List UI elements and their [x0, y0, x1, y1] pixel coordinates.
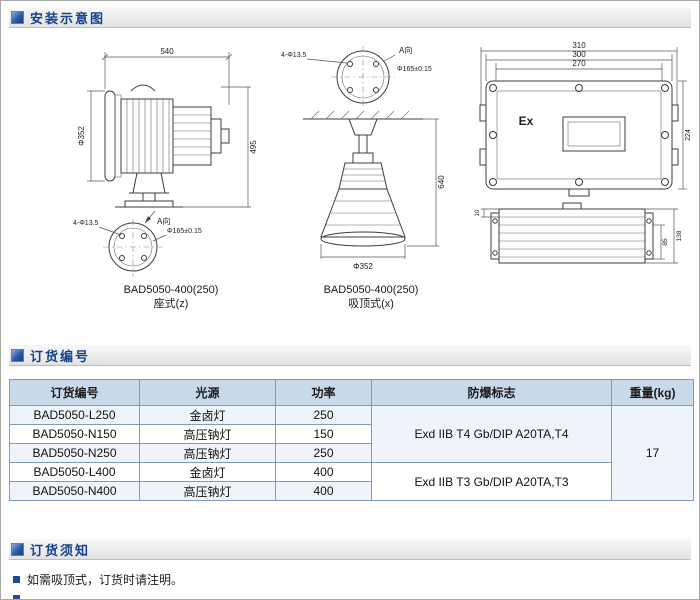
section-bullet-icon [12, 11, 23, 23]
table-row: BAD5050-L250 金卤灯 250 Exd IIB T4 Gb/DIP A… [9, 405, 694, 501]
table-row: BAD5050-N250 高压钠灯 250 [9, 443, 694, 463]
power-cell: 250 [275, 405, 372, 425]
dim-495: 495 [249, 140, 258, 154]
source-cell: 高压钠灯 [139, 424, 276, 444]
col-power: 功率 [275, 379, 372, 406]
dim-224: 224 [685, 129, 692, 141]
section-header-install: 安装示意图 [9, 7, 691, 28]
source-cell: 高压钠灯 [139, 443, 276, 463]
exd-cell-t4: Exd IIB T4 Gb/DIP A20TA,T4 [371, 405, 612, 463]
view-arrow-label: A向 [399, 45, 412, 55]
note-item-1: 如需吸顶式，订货时请注明。 [13, 571, 183, 588]
source-cell: 高压钠灯 [139, 481, 276, 501]
power-cell: 250 [275, 443, 372, 463]
bolt-circle-label: Φ165±0.15 [397, 66, 432, 73]
weight-cell: 17 [611, 405, 694, 501]
junction-box-diagram: 310 300 270 [471, 41, 693, 279]
ex-mark: Ex [519, 114, 534, 128]
order-no-cell: BAD5050-L400 [9, 462, 140, 482]
section-header-notes: 订货须知 [9, 539, 691, 560]
dim-300: 300 [572, 50, 586, 59]
order-no-cell: BAD5050-N400 [9, 481, 140, 501]
pedestal-diagram: 540 [71, 41, 271, 311]
section-header-order: 订货编号 [9, 345, 691, 366]
table-header-row: 订货编号 光源 功率 防爆标志 重量(kg) [9, 379, 694, 406]
col-order-no: 订货编号 [9, 379, 140, 406]
source-cell: 金卤灯 [139, 462, 276, 482]
note-text: 如需吸顶式，订货时请注明。 [27, 573, 184, 587]
note-bullet-icon [13, 576, 20, 583]
section-bullet-icon [12, 349, 23, 361]
holes-label: 4-Φ13.5 [73, 220, 99, 227]
section-title-order: 订货编号 [30, 348, 91, 364]
ceiling-drawing: A向 4-Φ13.5 Φ165±0.15 [281, 45, 446, 271]
dim-phi352: Φ352 [77, 126, 86, 146]
view-arrow-label: A向 [157, 216, 170, 226]
order-no-cell: BAD5050-L250 [9, 405, 140, 425]
ceiling-caption-model: BAD5050-400(250) [323, 284, 419, 296]
table-row: BAD5050-N150 高压钠灯 150 [9, 424, 694, 444]
power-cell: 400 [275, 462, 372, 482]
pedestal-caption-type: 座式(z) [153, 298, 189, 310]
order-table: 订货编号 光源 功率 防爆标志 重量(kg) BAD5050-L250 金卤灯 … [9, 379, 694, 501]
section-title-install: 安装示意图 [30, 10, 106, 26]
table-row: BAD5050-N400 高压钠灯 400 [9, 481, 694, 501]
holes-label: 4-Φ13.5 [281, 52, 307, 59]
pedestal-caption-model: BAD5050-400(250) [123, 284, 219, 296]
dim-640: 640 [437, 175, 446, 189]
dim-85: 85 [662, 238, 669, 246]
section-title-notes: 订货须知 [30, 542, 91, 558]
note-item-2 [13, 595, 20, 599]
ceiling-caption-type: 吸顶式(x) [348, 298, 394, 310]
dim-310: 310 [572, 41, 586, 50]
installation-diagrams: 540 [9, 33, 693, 333]
ceiling-diagram: A向 4-Φ13.5 Φ165±0.15 [281, 41, 461, 311]
dim-138: 138 [676, 230, 683, 241]
exd-cell-t3: Exd IIB T3 Gb/DIP A20TA,T3 [371, 462, 612, 501]
col-weight: 重量(kg) [611, 379, 694, 406]
power-cell: 400 [275, 481, 372, 501]
dim-270: 270 [572, 59, 586, 68]
source-cell: 金卤灯 [139, 405, 276, 425]
power-cell: 150 [275, 424, 372, 444]
table-row: BAD5050-L400 金卤灯 400 Exd IIB T3 Gb/DIP A… [9, 462, 694, 501]
col-light-source: 光源 [139, 379, 276, 406]
bolt-circle-label: Φ165±0.15 [167, 228, 202, 235]
col-ex-mark: 防爆标志 [371, 379, 612, 406]
section-bullet-icon [12, 543, 23, 555]
dim-540: 540 [160, 47, 174, 56]
order-no-cell: BAD5050-N150 [9, 424, 140, 444]
pedestal-drawing: 540 [73, 47, 258, 277]
note-bullet-icon [13, 595, 20, 599]
dim-10: 10 [475, 209, 481, 216]
order-no-cell: BAD5050-N250 [9, 443, 140, 463]
junction-box-drawing: 310 300 270 [475, 41, 692, 264]
dim-phi352: Φ352 [353, 262, 373, 271]
